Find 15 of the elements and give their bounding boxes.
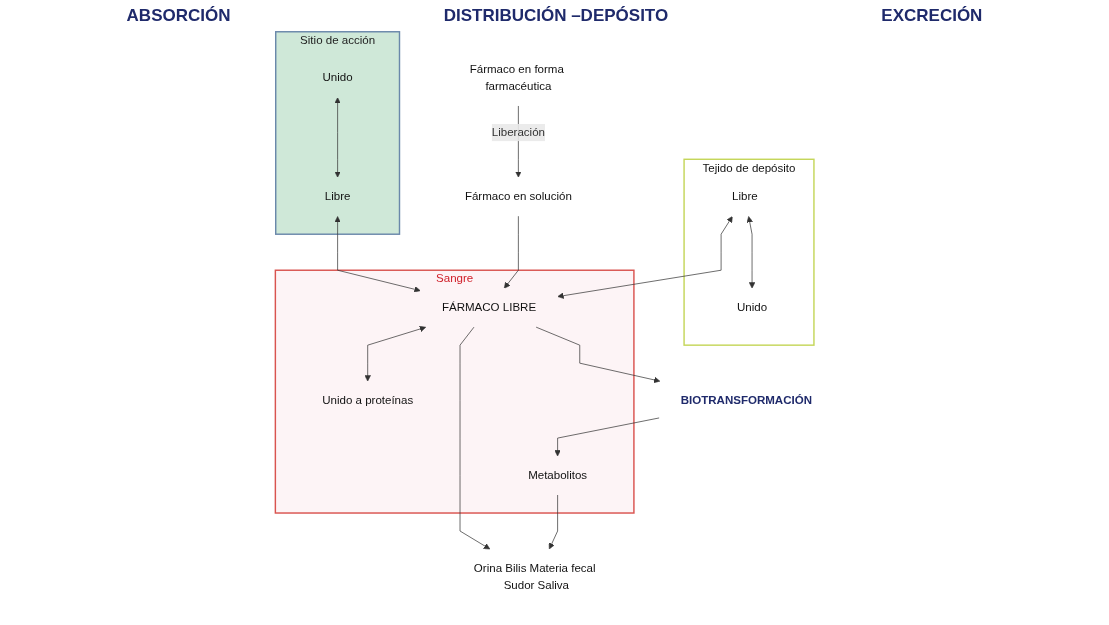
section-heading: EXCRECIÓN xyxy=(881,6,983,26)
edge-label: Liberación xyxy=(491,126,545,139)
section-heading: DISTRIBUCIÓN –DEPÓSITO xyxy=(443,6,669,26)
node-text: FÁRMACO LIBRE xyxy=(441,301,537,314)
node-text: Libre xyxy=(324,190,351,203)
section-heading: ABSORCIÓN xyxy=(126,6,231,26)
node-text: Fármaco en solución xyxy=(464,190,572,203)
node-text: Unido xyxy=(322,71,353,84)
node-text: BIOTRANSFORMACIÓN xyxy=(680,394,813,407)
node-text: Unido xyxy=(736,301,768,314)
node-text: Metabolitos xyxy=(528,469,588,482)
node-text: Libre xyxy=(732,190,758,203)
node-text: Fármaco en forma farmacéutica xyxy=(469,62,564,93)
node-text: Unido a proteínas xyxy=(322,394,414,407)
node-text: Orina Bilis Materia fecal Sudor Saliva xyxy=(473,562,596,592)
